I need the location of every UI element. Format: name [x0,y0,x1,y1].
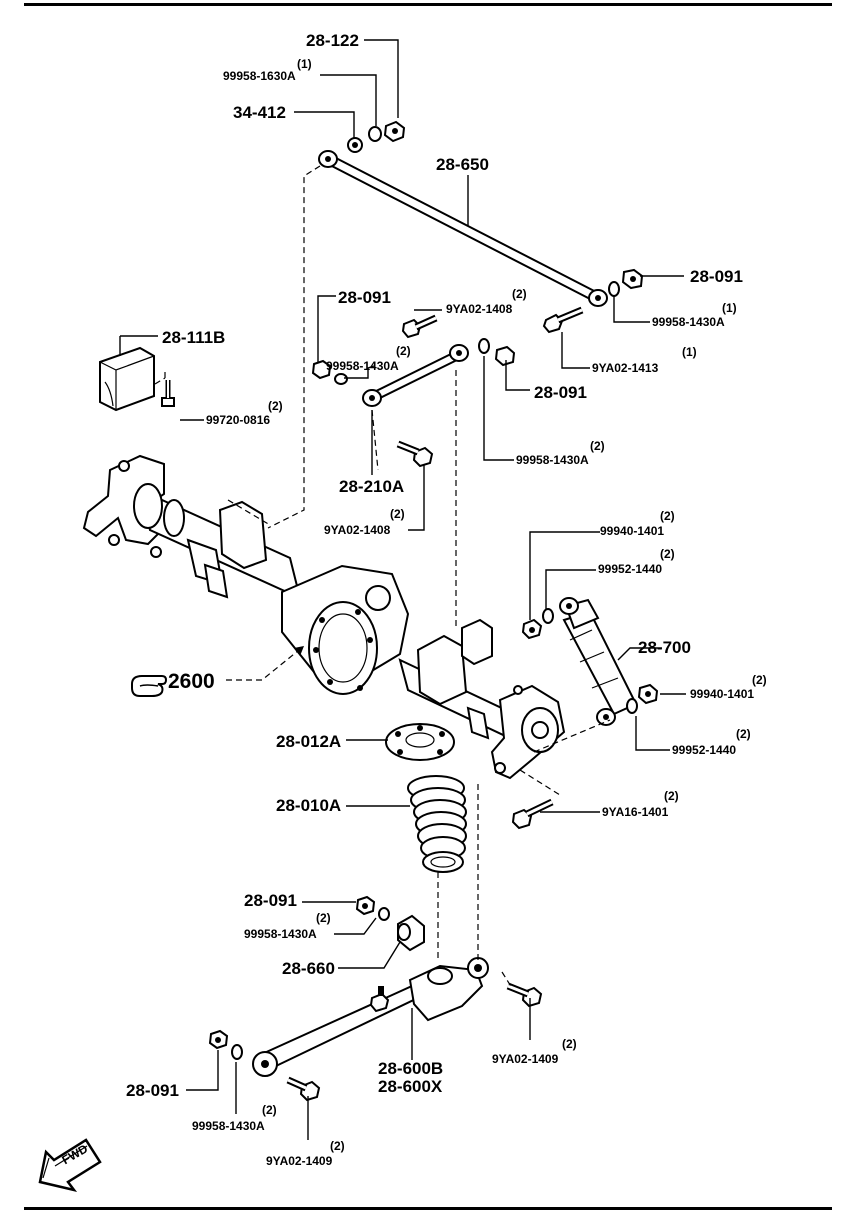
part-label: 28-010A [276,796,342,815]
axle-bolt [511,798,554,830]
part-label: 28-111B [162,328,226,347]
part-label: 28-012A [276,732,342,751]
part-label: 9YA02-1408 [446,302,513,316]
part-label: 99952-1440 [672,743,737,757]
bump-stopper [99,346,175,412]
part-label: 28-700 [638,638,691,657]
part-label: 99958-1630A [223,69,296,83]
part-label: 28-091 [534,383,587,402]
part-label: 28-091 [126,1081,179,1100]
part-label: 28-210A [339,477,405,496]
part-label: 28-600X [378,1077,443,1096]
lower-arm [252,957,489,1077]
part-label: 99958-1430A [326,359,399,373]
part-label: 99940-1401 [690,687,755,701]
rear-axle-housing [82,454,566,780]
reference-pointer-icon [131,675,168,697]
bottom-border-rule [24,1207,832,1210]
part-label: 99958-1430A [652,315,725,329]
part-label: 28-600B [378,1059,444,1078]
reference-number: 2600 [168,670,215,693]
qty-label: (1) [682,345,697,359]
part-label: 99940-1401 [600,524,665,538]
rod-top-hardware [347,120,406,153]
part-label: 99720-0816 [206,413,271,427]
coil-spring [407,775,467,873]
qty-label: (2) [512,287,527,301]
leader-lines [119,39,686,1140]
part-label: 99952-1440 [598,562,663,576]
qty-label: (2) [736,727,751,741]
qty-label: (2) [660,509,675,523]
qty-label: (2) [390,507,405,521]
part-label: 9YA02-1413 [592,361,659,375]
qty-label: (2) [562,1037,577,1051]
shock-absorber [521,597,659,726]
lateral-rod [318,150,608,307]
part-label: 28-091 [244,891,297,910]
qty-label: (2) [590,439,605,453]
part-label: 9YA16-1401 [602,805,669,819]
qty-label: (2) [330,1139,345,1153]
qty-label: (2) [664,789,679,803]
part-label: 9YA02-1409 [266,1154,333,1168]
part-label: 28-650 [436,155,489,174]
spring-seat [385,723,455,761]
rod-right-hardware [542,268,644,334]
part-label: 28-091 [338,288,391,307]
assembly-dash-lines [227,165,611,989]
part-label: 99958-1430A [192,1119,265,1133]
qty-label: (2) [262,1103,277,1117]
part-label: 28-660 [282,959,335,978]
lower-arm-bolts [208,982,543,1102]
part-label: 28-122 [306,31,359,50]
part-label: 9YA02-1409 [492,1052,559,1066]
top-border-rule [24,3,832,6]
qty-label: (1) [297,57,312,71]
upper-link [311,314,516,468]
qty-label: (2) [752,673,767,687]
qty-label: (2) [316,911,331,925]
fwd-arrow-icon [38,1138,102,1193]
qty-label: (2) [396,344,411,358]
part-label: 9YA02-1408 [324,523,391,537]
part-label: 99958-1430A [516,453,589,467]
part-label: 34-412 [233,103,286,122]
qty-label: (2) [660,547,675,561]
qty-label: (2) [268,399,283,413]
qty-label: (1) [722,301,737,315]
bushing [355,895,425,952]
part-label: 28-091 [690,267,743,286]
part-label: 99958-1430A [244,927,317,941]
